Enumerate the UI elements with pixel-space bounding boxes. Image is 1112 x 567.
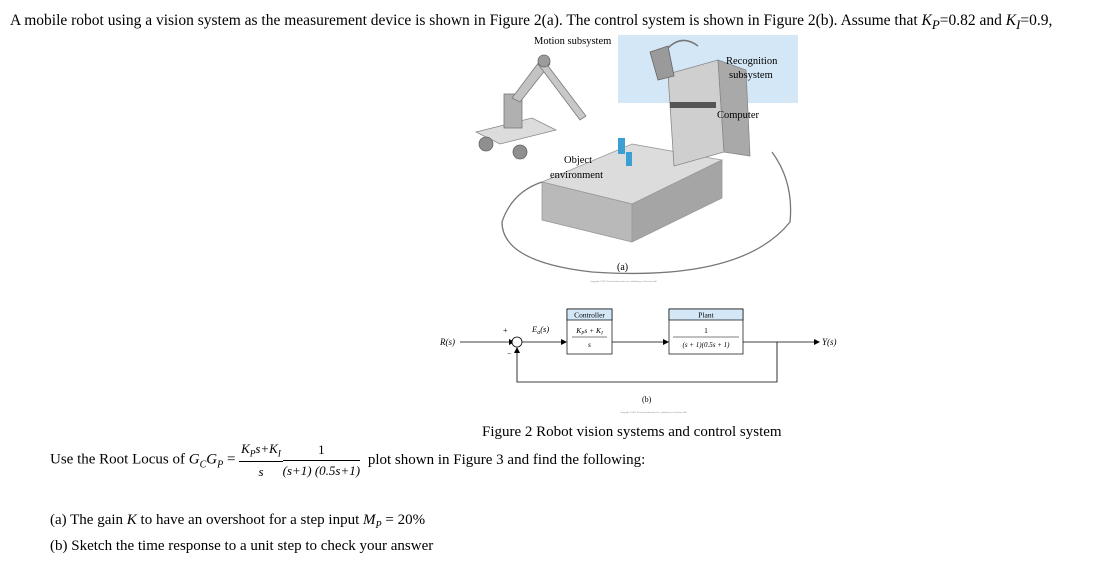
controller-kp-subscript: P [580, 332, 584, 337]
recognition-label-line1: Recognition [726, 56, 778, 67]
kp-subscript: P [931, 17, 940, 33]
question-line: Use the Root Locus of GCGP = KPs+KI s 1 … [50, 441, 645, 480]
robot-base [503, 93, 523, 129]
controller-denominator: s [588, 340, 591, 349]
problem-intro: A mobile robot using a vision system as … [10, 12, 1052, 33]
copyright-b: Copyright ©2011 Pearson Education, Inc. … [620, 411, 687, 414]
question-items: (a) The gain K to have an overshoot for … [50, 510, 433, 557]
computer-side [717, 59, 751, 157]
overshoot-value: = 20% [381, 512, 426, 528]
computer-slot [670, 102, 716, 108]
output-signal-label: Y(s) [822, 337, 837, 347]
gc-symbol: G [188, 451, 200, 468]
equals-sign: = [223, 451, 240, 468]
error-symbol: E [531, 324, 538, 334]
error-arrow [561, 339, 567, 345]
plant-den: (s+1) (0.5s+1) [282, 459, 361, 479]
ki-subscript: I [1016, 17, 1021, 33]
motion-subsystem-label: Motion subsystem [534, 36, 611, 47]
list-item: (b) Sketch the time response to a unit s… [50, 538, 434, 554]
gp-subscript: P [217, 459, 224, 471]
cable-path [501, 151, 792, 275]
controller-kp-symbol: K [575, 326, 582, 335]
controller-header [566, 308, 613, 321]
intro-and: and [975, 12, 1006, 29]
error-signal-label: Ea(s) [531, 324, 549, 336]
plant-fraction: 1 (s+1) (0.5s+1) [282, 441, 361, 479]
robot-wheel-icon [512, 144, 528, 160]
camera-icon [649, 45, 675, 81]
plus-sign: + [503, 326, 508, 335]
error-argument: (s) [540, 324, 549, 334]
panel-label-b: (b) [642, 395, 652, 404]
recognition-label-line2: subsystem [729, 70, 773, 81]
robot-forearm [537, 57, 587, 121]
computer-front [667, 59, 725, 167]
gc-subscript: C [199, 459, 207, 471]
output-arrow [814, 339, 820, 345]
minus-sign: − [507, 349, 512, 358]
robot-joint-icon [537, 54, 551, 68]
summing-junction [511, 336, 523, 348]
blue-object-icon [626, 152, 632, 166]
object-label-line1: Object [564, 155, 592, 166]
kp-numerator-symbol: K [241, 441, 250, 456]
kp-symbol: K [921, 12, 932, 29]
robot-vision-illustration: Motion subsystem Recognition subsystem C… [474, 35, 798, 283]
mp-symbol: M [363, 512, 376, 528]
controller-fraction: KPs+KI s [239, 441, 283, 480]
kp-value: =0.82 [939, 12, 976, 29]
controller-ki-subscript: I [600, 332, 603, 337]
camera-cable [667, 39, 699, 49]
copyright-a: Copyright ©2011 Pearson Education, Inc. … [590, 280, 657, 283]
blue-object-icon [618, 138, 625, 154]
robot-wheel-icon [478, 136, 494, 152]
controller-title: Controller [574, 311, 605, 320]
question-lead: Use the Root Locus of [50, 451, 189, 468]
input-signal-label: R(s) [439, 337, 455, 347]
robot-upper-arm [511, 57, 551, 103]
ki-numerator-subscript: I [277, 448, 281, 459]
table-side [631, 159, 723, 243]
figure-caption: Figure 2 Robot vision systems and contro… [482, 424, 782, 440]
plant-numerator: 1 [704, 326, 708, 335]
controller-den: s [258, 463, 264, 479]
plant-num: 1 [318, 441, 325, 457]
gp-symbol: G [206, 451, 218, 468]
control-block-diagram: R(s) + − Ea(s) Controller KPs + KI s Pla… [439, 308, 837, 414]
item-a-prefix: (a) The gain [50, 512, 127, 528]
gain-symbol: K [126, 512, 137, 528]
intro-text: A mobile robot using a vision system as … [10, 12, 922, 29]
kp-numerator-subscript: P [249, 448, 256, 459]
feedback-arrow [514, 347, 520, 353]
plant-denominator: (s + 1)(0.5s + 1) [683, 341, 731, 349]
controller-output-arrow [663, 339, 669, 345]
panel-label-a: (a) [617, 262, 628, 273]
plant-title: Plant [698, 311, 714, 320]
ki-symbol: K [1005, 12, 1017, 29]
item-a-middle: to have an overshoot for a step input [136, 512, 363, 528]
object-label-line2: environment [550, 170, 603, 181]
ki-value: =0.9, [1020, 12, 1053, 29]
numerator-middle: s+K [255, 441, 278, 456]
question-tail: plot shown in Figure 3 and find the foll… [367, 451, 646, 468]
error-subscript: a [537, 330, 540, 336]
mp-subscript: P [375, 520, 382, 531]
list-item: (a) The gain K to have an overshoot for … [50, 510, 433, 536]
feedback-path [516, 342, 778, 383]
plant-header [668, 308, 744, 321]
computer-label: Computer [717, 110, 759, 121]
controller-numerator: KPs + KI [575, 326, 603, 337]
controller-numerator-tail: s + K [584, 326, 602, 335]
